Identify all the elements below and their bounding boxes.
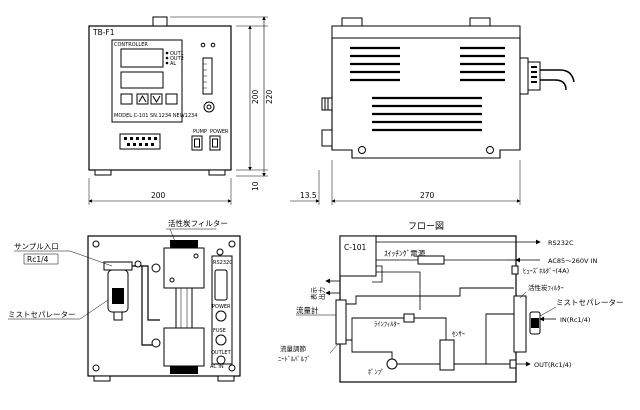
side-handle [469, 17, 491, 27]
panel-power: POWER [212, 304, 231, 310]
foot [208, 169, 226, 176]
flow-flow-meter: 流量計 [296, 305, 319, 315]
charcoal-filter-lower [163, 327, 205, 367]
dim-depth: 270 [420, 191, 435, 200]
rear-view: RS232C POWER FUSE OUTLET AC IN 活性炭フィルター … [8, 218, 241, 382]
flow-ac-in: AC85～260V IN [548, 257, 597, 265]
flow-charcoal-filter-symbol [513, 295, 527, 353]
front-connector [119, 133, 161, 150]
indicator-label: OUT1 [170, 51, 184, 57]
flow-in-port: IN(Rc1/4) [560, 316, 590, 324]
flow-switching-power: ｽｲｯﾁﾝｸﾞ電源 [384, 249, 426, 258]
controller-brand: CONTROLLER [114, 42, 148, 48]
flow-controller-box [339, 235, 377, 277]
flow-out-port: OUT(Rc1/4) [534, 361, 571, 369]
flow-adjust-knob[interactable] [203, 101, 215, 113]
front-led [210, 42, 216, 48]
indicator-led [165, 56, 169, 60]
flow-display: 表示 [309, 287, 318, 301]
rear-connector [519, 57, 529, 95]
foot [94, 169, 112, 176]
side-knob [321, 97, 333, 111]
indicator-label: OUT2 [170, 56, 184, 62]
switch-pump-label: PUMP [193, 129, 207, 135]
side-top-cover [331, 25, 521, 39]
screw [358, 146, 366, 154]
label-mist-separator: ミストセパレーター [8, 310, 76, 319]
front-view: TB-F1 CONTROLLER OUT1 OUT2 AL MODEL C-10… [88, 16, 274, 205]
label-sample-inlet: サンプル入口 [14, 242, 59, 251]
switch-power-label: POWER [210, 129, 229, 135]
fuse-holder[interactable] [215, 334, 227, 346]
screw [486, 146, 494, 154]
dim-height-total: 220 [265, 89, 274, 104]
rs232c-port[interactable] [214, 269, 228, 301]
flow-flow-adjust: 流量調節 [280, 344, 307, 353]
flow-needle-valve: ﾆｰﾄﾞﾙﾊﾞﾙﾌﾞ [278, 355, 311, 363]
dim-foot: 10 [251, 181, 260, 191]
flow-output: 出力 [317, 287, 326, 300]
flow-diagram: フロー図 C-101 ｽｲｯﾁﾝｸﾞ電源 RS232C AC85～260V IN… [278, 221, 624, 383]
panel-rs232c: RS232C [213, 260, 233, 266]
dim-offset: 13.5 [300, 191, 317, 200]
indicator-led [165, 61, 169, 65]
fuse-icon [511, 265, 519, 275]
top-handle [152, 16, 168, 27]
display-lower [120, 71, 164, 89]
controller-key-down[interactable] [150, 93, 163, 105]
model-label: TB-F1 [92, 28, 115, 37]
panel-outlet: OUTLET [211, 350, 232, 356]
label-sample-inlet-size: Rc1/4 [27, 255, 49, 264]
controller-model: MODEL C-101 [114, 113, 148, 119]
flow-sensor: ｾﾝｻｰ [452, 330, 465, 338]
down-arrow-icon [152, 95, 161, 103]
controller-serial: SN.1234 NEW1234 [150, 113, 197, 119]
sensor-symbol [439, 339, 455, 371]
controller-key-enter[interactable] [165, 93, 178, 105]
flow-charcoal-filter: 活性炭ﾌｨﾙﾀｰ [528, 283, 564, 292]
flow-line-filter: ﾗｲﾝﾌｨﾙﾀｰ [374, 320, 400, 328]
side-view: 13.5 270 [290, 17, 575, 205]
side-handle [341, 17, 363, 27]
side-panel-part [321, 129, 333, 147]
flow-meter-symbol [335, 299, 347, 345]
flow-controller: C-101 [344, 243, 366, 252]
controller-key-up[interactable] [136, 93, 149, 105]
outlet-port[interactable] [216, 355, 226, 365]
controller-key-mode[interactable] [120, 93, 133, 105]
charcoal-filter-upper [163, 247, 205, 289]
dim-height-inner: 200 [251, 89, 260, 104]
vent-slots [350, 46, 505, 132]
flow-rs232c: RS232C [548, 239, 574, 247]
panel-ac-in: AC IN [210, 364, 224, 370]
pump-symbol [386, 358, 398, 370]
flow-mist-separator: ミストセパレーター [556, 298, 624, 307]
cable [540, 69, 575, 83]
indicator-led [165, 51, 169, 55]
up-arrow-icon [138, 95, 147, 103]
front-led [200, 42, 206, 48]
panel-fuse: FUSE [213, 328, 226, 334]
display-upper [120, 48, 164, 68]
flow-pump: ﾎﾟﾝﾌﾟ [368, 368, 384, 376]
dim-width: 200 [151, 191, 166, 200]
label-charcoal-filter: 活性炭フィルター [168, 218, 228, 228]
indicator-label: AL [170, 61, 176, 67]
line-filter-symbol [403, 313, 415, 323]
flow-fuse-holder: ﾋｭｰｽﾞﾎﾙﾀﾞｰ(4A) [523, 267, 569, 275]
filter-cap [170, 240, 198, 248]
power-inlet[interactable] [215, 310, 227, 322]
flow-title: フロー図 [408, 221, 444, 232]
